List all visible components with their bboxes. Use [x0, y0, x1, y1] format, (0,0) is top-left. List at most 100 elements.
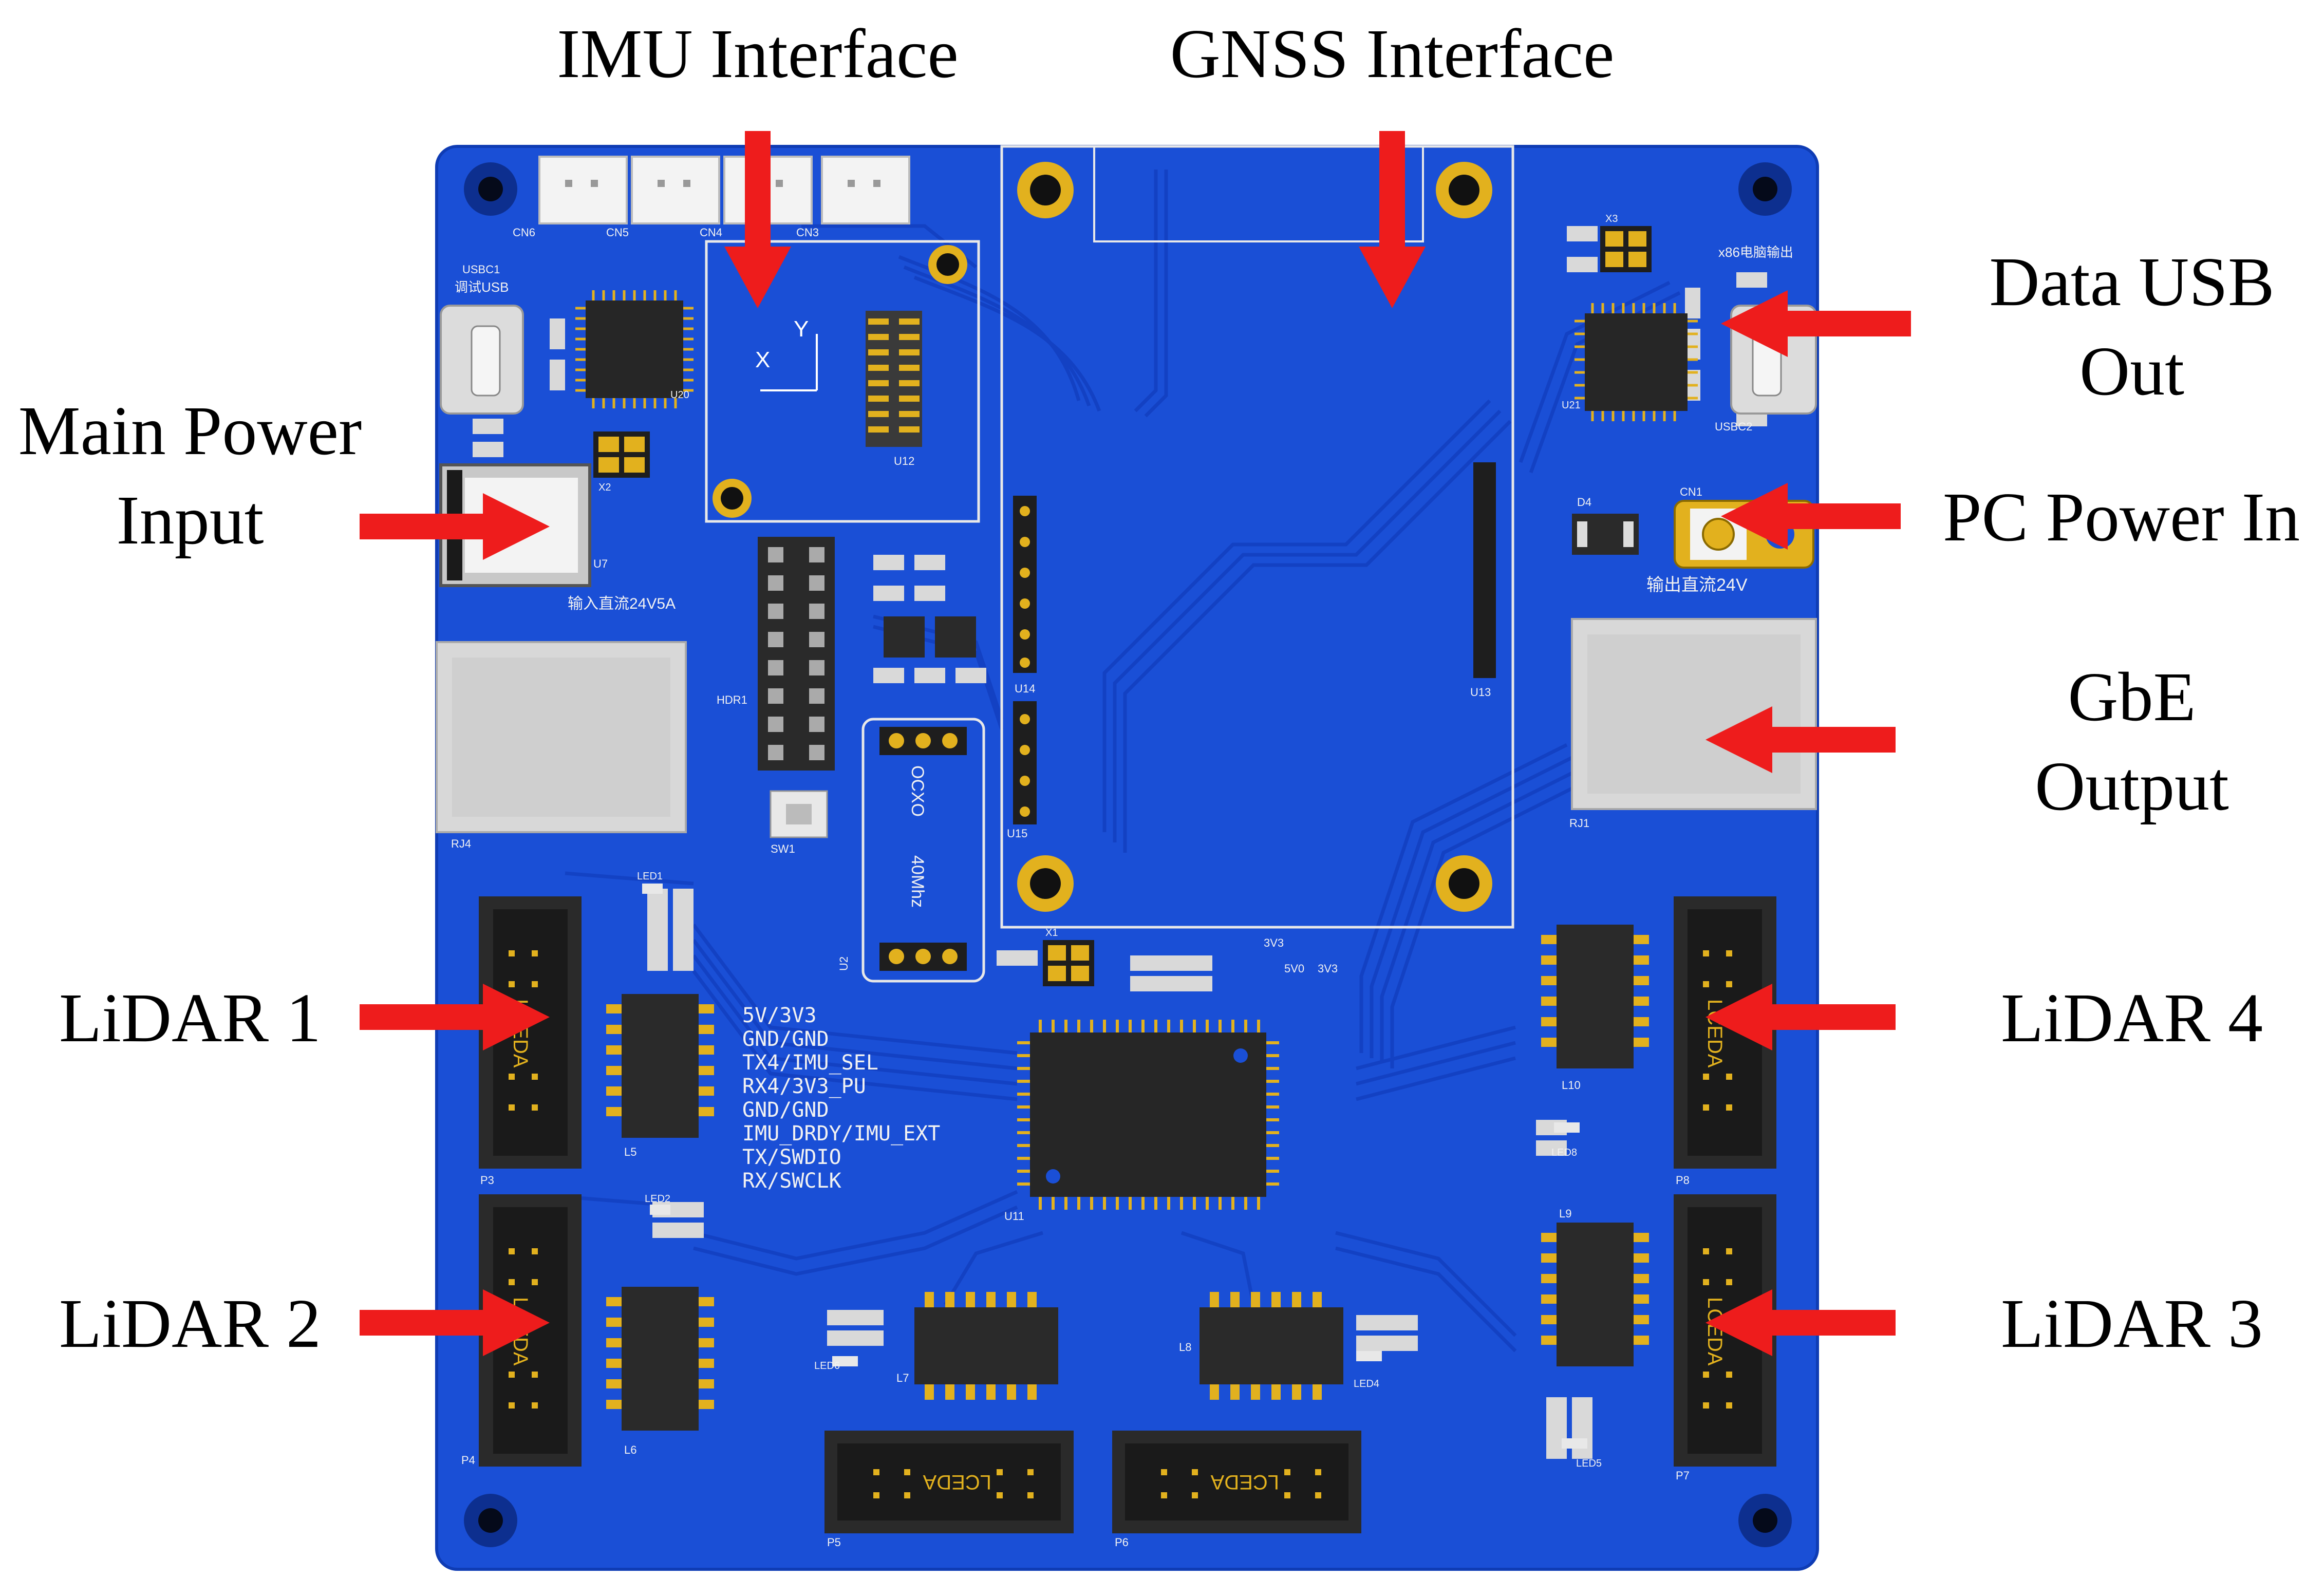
pinout-line: RX/SWCLK	[742, 1169, 841, 1193]
imu-axis-y: Y	[794, 316, 809, 342]
label-l9: L9	[1559, 1207, 1571, 1220]
imu-axes	[760, 334, 818, 391]
label-ocxo: OCXO	[908, 765, 927, 817]
label-x86-out: x86电脑输出	[1718, 245, 1793, 260]
mcu-pins	[1017, 1020, 1279, 1210]
label-led1: LED1	[637, 871, 663, 882]
mounting-hole-icon	[464, 162, 1792, 1547]
callout-lidar3-text: LiDAR 3	[2001, 1285, 2263, 1362]
callout-gnss-text: GNSS Interface	[1170, 15, 1615, 92]
header-hdr1	[758, 537, 835, 771]
callout-lidar-3: LiDAR 3	[1967, 1279, 2296, 1368]
gnss-mount-holes	[1017, 162, 1492, 912]
label-led5: LED5	[1576, 1458, 1602, 1469]
callout-gnss-interface: GNSS Interface	[1125, 9, 1659, 99]
pinout-line: RX4/3V3_PU	[742, 1075, 866, 1098]
label-u12: U12	[894, 455, 914, 467]
pinout-line: TX4/IMU_SEL	[742, 1051, 878, 1075]
label-u21: U21	[1562, 400, 1581, 411]
label-5v0: 5V0	[1284, 962, 1304, 975]
label-ocxo-freq: 40Mhz	[908, 855, 927, 908]
lceda-mark: LCEDA	[1703, 1297, 1726, 1366]
label-u15: U15	[1007, 827, 1027, 840]
crystal-x2	[593, 431, 650, 478]
callout-main-power-line1: Main Power	[18, 392, 362, 470]
label-debug-usb: 调试USB	[455, 279, 509, 295]
label-cn3: CN3	[796, 226, 819, 239]
callout-imu-text: IMU Interface	[557, 15, 959, 92]
label-3v3: 3V3	[1264, 936, 1284, 949]
callout-main-power-input: Main Power Input	[0, 386, 380, 565]
label-3v3b: 3V3	[1318, 962, 1338, 975]
lceda-mark: LCEDA	[1210, 1471, 1279, 1493]
label-l6: L6	[624, 1443, 636, 1456]
pinout-legend: 5V/3V3 GND/GND TX4/IMU_SEL RX4/3V3_PU GN…	[742, 1004, 940, 1193]
label-p3: P3	[480, 1174, 494, 1187]
gnss-antenna-area	[1093, 145, 1424, 242]
label-p6: P6	[1115, 1536, 1129, 1549]
jst-connectors	[538, 156, 910, 224]
imu-module-outline	[705, 240, 980, 523]
label-led8: LED8	[1551, 1147, 1577, 1158]
pinout-line: TX/SWDIO	[742, 1146, 841, 1169]
label-p7: P7	[1676, 1469, 1690, 1482]
label-cn6: CN6	[513, 226, 535, 239]
label-x1: X1	[1045, 927, 1058, 938]
label-u13: U13	[1470, 686, 1491, 699]
callout-lidar4-text: LiDAR 4	[2001, 980, 2263, 1057]
label-rj4: RJ4	[451, 837, 471, 850]
copper-traces	[565, 170, 1681, 1353]
imu-chip-u12	[866, 311, 922, 447]
callout-pc-power-text: PC Power In	[1942, 479, 2300, 556]
usb-chip-u21	[1585, 313, 1688, 411]
callout-gbe-line1: GbE	[2068, 659, 2196, 736]
label-u11: U11	[1004, 1210, 1024, 1223]
usb-bridge-chip-u20	[586, 301, 683, 398]
callout-imu-interface: IMU Interface	[514, 9, 1002, 99]
ocxo-pins	[879, 727, 967, 971]
label-l10: L10	[1562, 1079, 1581, 1092]
crystal-x1	[1043, 940, 1094, 986]
callout-lidar1-text: LiDAR 1	[59, 980, 321, 1057]
callout-data-usb-line2: Out	[2079, 333, 2184, 410]
callout-pc-power-in: PC Power In	[1919, 473, 2324, 562]
callout-lidar2-text: LiDAR 2	[59, 1285, 321, 1362]
label-l7: L7	[896, 1372, 909, 1384]
led-indicators	[642, 884, 1587, 1449]
label-cn1: CN1	[1680, 485, 1702, 498]
label-l8: L8	[1179, 1341, 1191, 1354]
callout-data-usb-out: Data USB Out	[1937, 237, 2324, 416]
label-u2: U2	[837, 956, 850, 971]
main-mcu-u11	[1030, 1032, 1266, 1197]
label-input-dc: 输入直流24V5A	[568, 595, 676, 612]
callout-gbe-output: GbE Output	[1967, 652, 2296, 831]
label-p8: P8	[1676, 1174, 1690, 1187]
label-usbc2: USBC2	[1715, 420, 1752, 433]
callout-lidar-4: LiDAR 4	[1967, 973, 2296, 1063]
label-cn4: CN4	[700, 226, 722, 239]
arrow-right-icon	[360, 131, 1911, 1356]
pinout-line: IMU_DRDY/IMU_EXT	[742, 1122, 940, 1146]
callout-lidar-2: LiDAR 2	[31, 1279, 349, 1368]
label-cn5: CN5	[606, 226, 629, 239]
pinout-line: GND/GND	[742, 1027, 829, 1051]
gnss-header-u13	[1473, 462, 1496, 678]
header-p6: LCEDA	[1112, 1431, 1361, 1533]
label-l5: L5	[624, 1146, 636, 1158]
label-sw1: SW1	[771, 842, 795, 855]
callout-gbe-line2: Output	[2035, 748, 2229, 825]
callout-data-usb-line1: Data USB	[1989, 243, 2275, 321]
header-p5: LCEDA	[824, 1431, 1074, 1533]
label-led4: LED4	[1354, 1378, 1379, 1390]
label-u14: U14	[1015, 682, 1035, 695]
label-d4: D4	[1577, 496, 1591, 509]
label-rj1: RJ1	[1569, 817, 1589, 830]
label-x2: X2	[598, 482, 611, 493]
label-usbc1: USBC1	[462, 263, 500, 276]
label-led6: LED6	[814, 1360, 840, 1372]
label-p5: P5	[827, 1536, 841, 1549]
label-output-dc: 输出直流24V	[1646, 575, 1748, 595]
lceda-mark: LCEDA	[923, 1471, 991, 1493]
